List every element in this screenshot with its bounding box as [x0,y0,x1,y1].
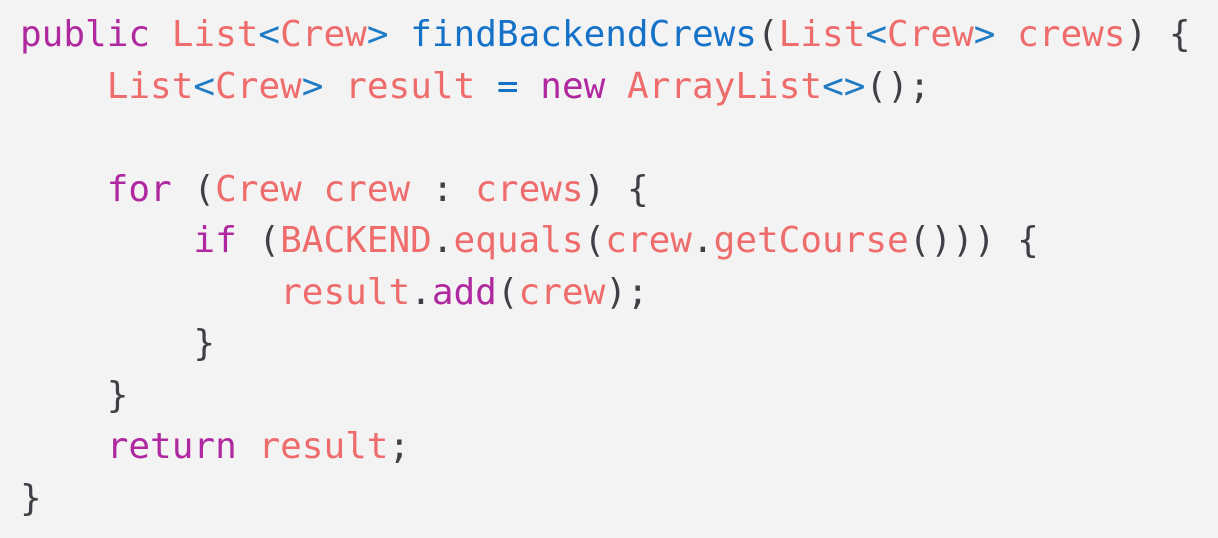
code-token-punct [20,272,280,313]
code-token-ident: crew [518,271,606,313]
code-token-generic: <> [822,65,866,107]
code-token-function: findBackendCrews [410,14,757,55]
code-token-punct: ( [583,220,606,261]
code-token-punct: (); [865,65,931,107]
code-line: } [20,473,1218,525]
code-token-punct [237,426,259,467]
code-token-punct [20,169,107,210]
code-token-punct: ())) { [908,220,1039,261]
code-token-punct [995,14,1017,55]
code-token-punct [323,66,345,107]
code-token-punct [302,169,324,210]
code-line: if (BACKEND.equals(crew.getCourse())) { [20,215,1218,267]
code-line: } [20,318,1218,370]
code-token-ident: result [258,426,389,467]
code-line: return result; [20,421,1218,473]
code-token-type: List [171,14,259,55]
code-token-ident: crew [605,220,692,261]
code-token-punct [20,220,193,261]
code-token-punct: } [20,477,42,519]
code-token-punct [20,66,107,107]
code-token-punct: ( [756,14,779,55]
code-token-punct [475,66,497,107]
code-token-ident: result [280,271,411,313]
code-token-type: Crew [280,14,367,55]
code-token-punct: : [410,168,476,210]
code-token-method: getCourse [713,220,909,261]
code-line: List<Crew> result = new ArrayList<>(); [20,61,1218,113]
code-token-generic: > [301,65,324,107]
code-token-keyword: if [193,220,237,261]
code-token-punct: ( [496,271,519,313]
code-token-ident: crew [323,168,411,210]
code-token-type: Crew [887,14,974,55]
code-line [20,112,1218,164]
code-token-type: ArrayList [627,65,823,107]
code-token-generic: < [258,14,281,55]
code-token-ident: crews [475,168,584,210]
code-token-keyword: new [540,65,606,107]
code-line: result.add(crew); [20,267,1218,319]
code-token-punct: . [691,220,714,261]
code-token-keyword: return [106,426,237,467]
code-token-type: List [106,65,194,107]
code-token-function: = [496,65,519,107]
code-token-punct: } [20,374,129,416]
code-token-method2: add [431,271,497,313]
code-token-punct: } [20,323,216,364]
code-token-keyword: for [106,168,172,210]
code-line: public List<Crew> findBackendCrews(List<… [20,9,1218,61]
code-token-punct [605,66,627,107]
code-token-punct: ( [236,220,281,261]
code-token-punct: . [410,271,432,313]
code-token-punct [519,66,541,107]
code-line: } [20,370,1218,422]
code-token-const: BACKEND [280,220,432,261]
code-token-generic: < [865,14,888,55]
code-token-punct [389,14,411,55]
code-token-punct [20,426,107,467]
code-token-punct: ) { [583,168,649,210]
code-block[interactable]: public List<Crew> findBackendCrews(List<… [20,9,1218,524]
code-token-punct: ); [605,271,649,313]
code-token-type: List [778,14,866,55]
code-token-type: Crew [215,65,302,107]
code-token-generic: < [193,65,216,107]
code-token-punct: ( [171,168,216,210]
code-token-ident: crews [1017,14,1126,55]
code-token-ident: result [345,65,476,107]
code-token-punct: ) { [1125,14,1191,55]
code-token-generic: > [973,14,996,55]
code-token-punct: ; [388,426,411,467]
code-token-type: Crew [215,168,302,210]
code-line: for (Crew crew : crews) { [20,164,1218,216]
code-token-keyword: public [20,14,172,55]
code-token-method: equals [453,220,584,261]
code-token-punct: . [431,220,454,261]
code-token-generic: > [366,14,389,55]
